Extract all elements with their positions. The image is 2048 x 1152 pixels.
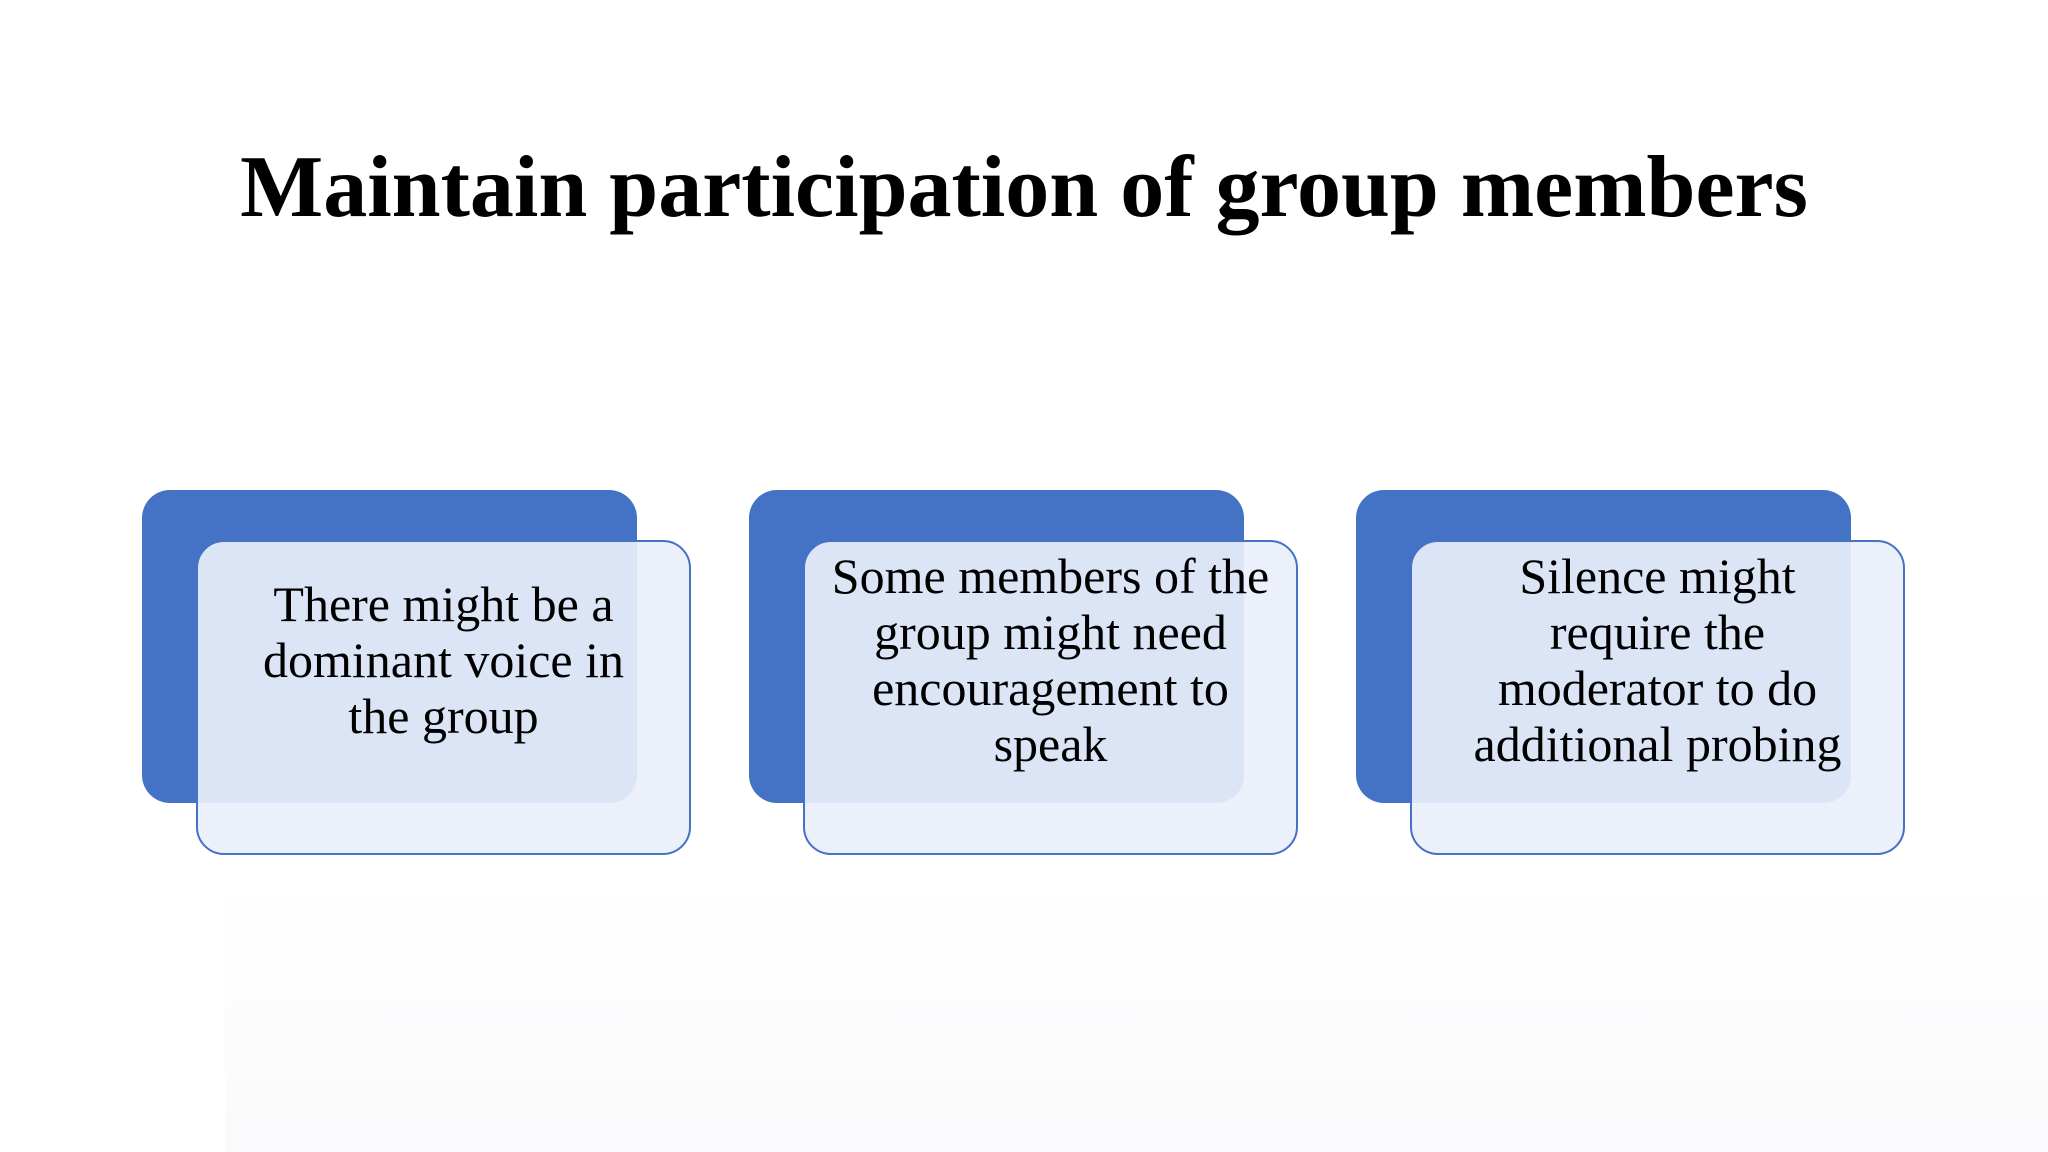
card-2: Some members of the group might need enc… [803, 540, 1298, 855]
slide-title: Maintain participation of group members [240, 139, 1808, 236]
card-3-text: Silence might require the moderator to d… [1473, 547, 1842, 772]
card-3: Silence might require the moderator to d… [1410, 540, 1905, 855]
card-1: There might be a dominant voice in the g… [196, 540, 691, 855]
card-1-text: There might be a dominant voice in the g… [262, 575, 625, 744]
background-shade [225, 880, 2048, 1152]
card-2-text: Some members of the group might need enc… [831, 547, 1270, 772]
